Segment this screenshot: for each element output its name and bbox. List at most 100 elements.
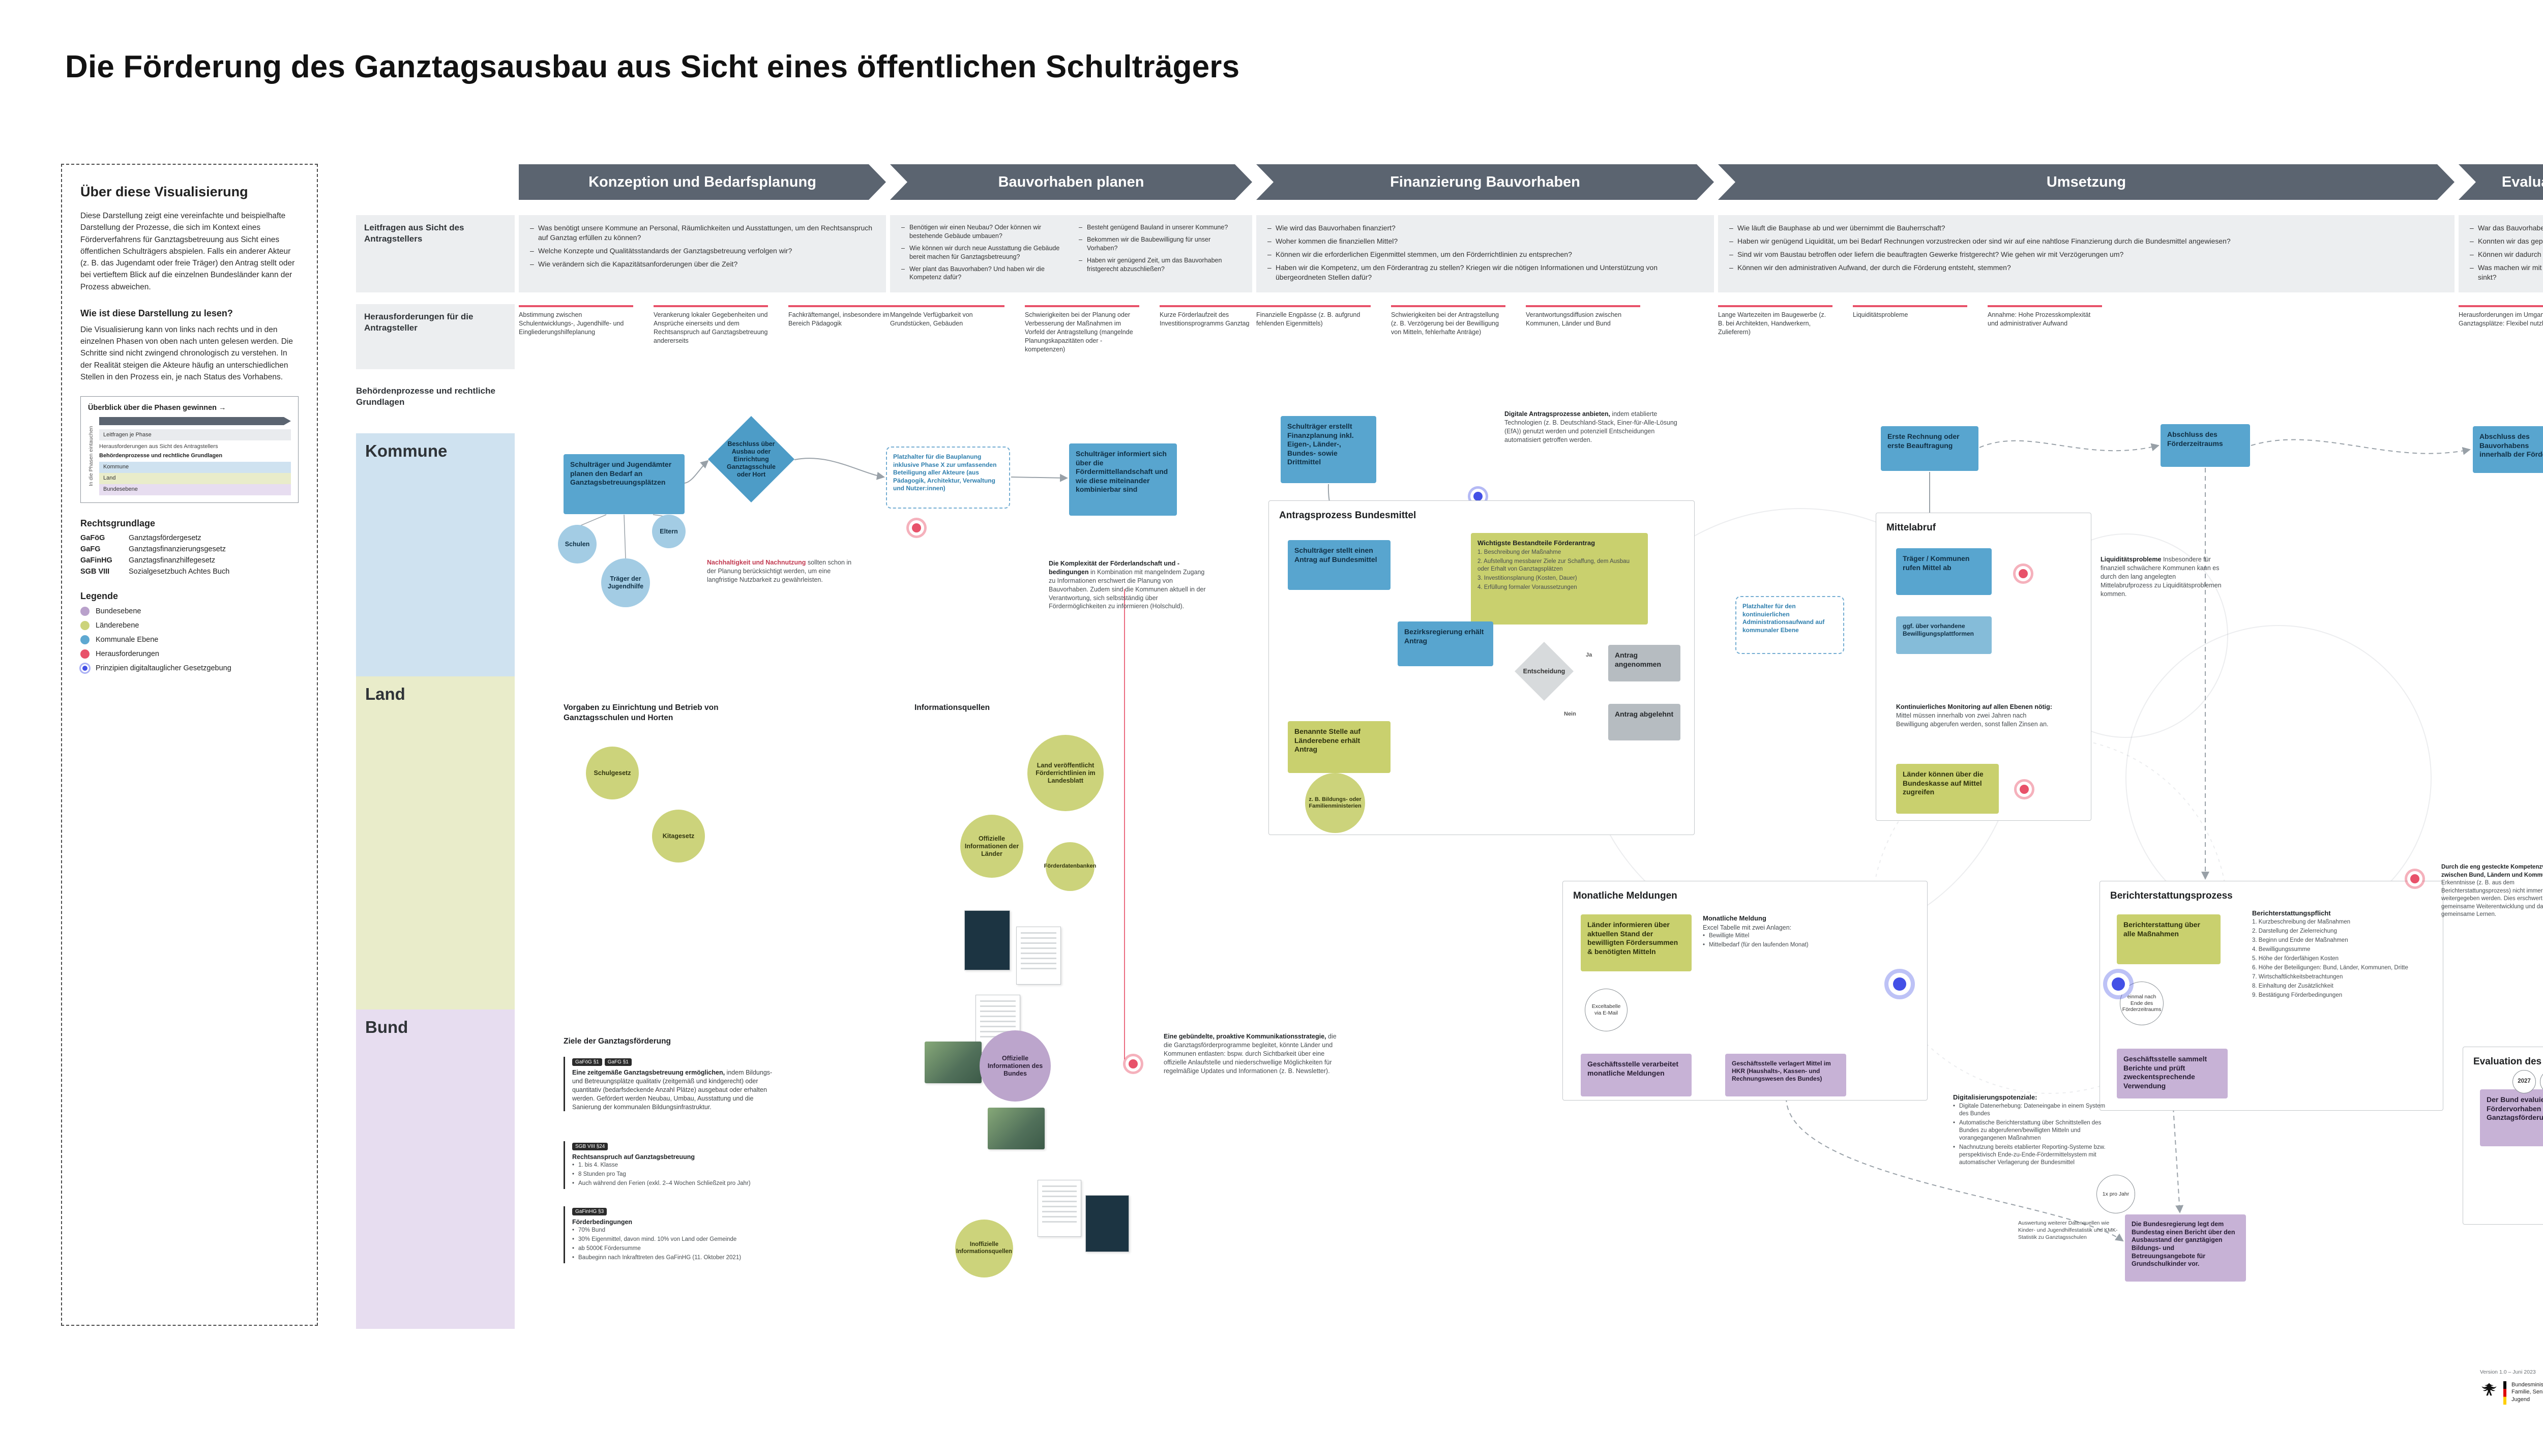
legend-row: Prinzipien digitaltauglicher Gesetzgebun… [80,664,299,673]
note-lead: Kontinuierliches Monitoring auf allen Eb… [1896,703,2052,710]
richtlinien-dokument [1016,927,1061,985]
version-label: Version 1.0 – Juni 2023 [2480,1369,2536,1375]
note-lead: Digitale Antragsprozesse anbieten, [1504,410,1610,418]
anspruch-item: Auch während den Ferien (exkl. 2–4 Woche… [572,1180,782,1187]
legend-row: Bundesebene [80,607,299,616]
phase-header-5: Evaluation & Anschlusslösungen [2459,164,2543,200]
bestandteil-item: 4. Erfüllung formaler Voraussetzungen [1477,584,1577,590]
monatliche-meldungen-title: Monatliche Meldungen [1573,890,1677,901]
mini-herausforderungen-label: Herausforderungen aus Sicht des Antragst… [99,443,218,450]
leitfrage-item: Besteht genügend Bauland in unserer Komm… [1079,223,1241,232]
ziele-title: Ziele der Ganztagsförderung [564,1037,671,1046]
law-name: Ganztagsfinanzhilfegesetz [129,556,216,564]
foerderrichtlinie-dokument [964,910,1010,970]
about-how-text: Die Visualisierung kann von links nach r… [80,325,293,381]
overview-side-label: In die Phasen eintauchen [88,426,94,487]
anspruch-item: 8 Stunden pro Tag [572,1171,782,1178]
ja-label: Ja [1586,652,1592,658]
challenge-marker-bundeskasse [2020,785,2029,794]
digital-principle-marker-antrag [1473,492,1483,501]
legend-label: Bundesebene [96,607,141,615]
pflicht-item: 3. Beginn und Ende der Maßnahmen [2252,937,2348,943]
challenge-item: Herausforderungen im Umgang mit der Fluk… [2459,305,2543,328]
foerderantrag-bestandteile-box: Wichtigste Bestandteile Förderantrag 1. … [1471,533,1648,625]
leitfrage-item: Können wir dadurch den Rechtsanspruch an… [2470,250,2543,259]
bund-lane-band: Bund [356,1009,515,1329]
anlage-item: Mittelbedarf (für den laufenden Monat) [1703,941,1835,949]
page-title: Die Förderung des Ganztagsausbau aus Sic… [65,49,1240,84]
pflicht-item: 9. Bestätigung Förderbedingungen [2252,992,2343,998]
jahr-2027-circle: 2027 [2512,1070,2536,1093]
schulen-circle: Schulen [558,525,597,563]
berichtspflicht-note: Berichterstattungspflicht 1. Kurzbeschre… [2252,909,2430,1000]
challenge-row-5: Herausforderungen im Umgang mit der Fluk… [2459,305,2543,328]
benannte-stelle-box: Benannte Stelle auf Länderebene erhält A… [1288,721,1391,773]
legend-row: Kommunale Ebene [80,635,299,644]
note-text: Excel Tabelle mit zwei Anlagen: [1703,924,1792,931]
challenge-marker-kommunikation [1129,1059,1138,1068]
adminaufwand-platzhalter: Platzhalter für den kontinuierlichen Adm… [1735,596,1844,654]
row-label-leitfragen: Leitfragen aus Sicht des Antragstellers [356,215,515,292]
eltern-circle: Eltern [652,515,686,548]
note-monitoring: Kontinuierliches Monitoring auf allen Eb… [1896,703,2054,729]
jugendhilfe-traeger-circle: Träger der Jugendhilfe [601,558,650,607]
law-abbr: GaFG [80,545,101,553]
note-lead: Die Komplexität der Förderlandschaft und… [1049,560,1179,576]
law-tags: GaFinHG §3 [572,1206,782,1215]
antrag-abgelehnt-box: Antrag abgelehnt [1608,704,1680,740]
berichterstattung-title: Berichterstattungsprozess [2110,890,2233,901]
leitfrage-item: Bekommen wir die Baubewilligung für unse… [1079,235,1241,253]
antrag-bundesmittel-box: Schulträger stellt einen Antrag auf Bund… [1288,540,1391,590]
challenge-row-2: Mangelnde Verfügbarkeit von Grundstücken… [890,305,1274,353]
leitfragen-list-1: Was benötigt unsere Kommune an Personal,… [530,223,875,273]
meldung-anlagen-list: Bewilligte MittelMittelbedarf (für den l… [1703,932,1835,949]
legend-section-title: Legende [80,591,119,601]
leitfrage-item: Wie wird das Bauvorhaben finanziert? [1267,223,1703,233]
leitfragen-box-2: Benötigen wir einen Neubau? Oder können … [890,215,1252,292]
laender-meldung-box: Länder informieren über aktuellen Stand … [1581,914,1692,971]
pflicht-item: 2. Darstellung der Zielerreichung [2252,928,2337,934]
note-lead: Nachhaltigkeit und Nachnutzung [707,559,806,566]
mittel-abrufen-box: Träger / Kommunen rufen Mittel ab [1896,548,1992,595]
leitfrage-item: Haben wir genügend Zeit, um das Bauvorha… [1079,256,1241,274]
pflicht-item: 6. Höhe der Beteiligungen: Bund, Länder,… [2252,964,2408,971]
legend-label: Kommunale Ebene [96,636,159,644]
digi-item: Digitale Datenerhebung: Dateneingabe in … [1953,1103,2116,1118]
law-section-title: Rechtsgrundlage [80,518,156,528]
info-dokument [1085,1195,1129,1252]
note-text: sollten schon in der Planung berücksicht… [707,559,852,583]
leitfrage-item: Wie läuft die Bauphase ab und wer überni… [1729,223,2443,233]
leitfrage-item: Was benötigt unsere Kommune an Personal,… [530,223,875,243]
note-auswertung: Auswertung weiterer Datenquellen wie Kin… [2018,1220,2118,1241]
note-lead: Eine gebündelte, proaktive Kommunikation… [1164,1033,1326,1040]
law-tag: GaFG §1 [604,1058,632,1066]
legend-row: Länderebene [80,621,299,630]
phase-header-1: Konzeption und Bedarfsplanung [519,164,886,200]
antrag-angenommen-box: Antrag angenommen [1608,645,1680,681]
note-text: Mittel müssen innerhalb von zwei Jahren … [1896,711,2049,728]
flag-stripe-icon [2503,1381,2506,1405]
challenge-row-4: Lange Wartezeiten im Baugewerbe (z. B. b… [1718,305,2455,337]
about-title: Über diese Visualisierung [80,184,248,199]
abschluss-foerderzeitraum-box: Abschluss des Förderzeitraums [2161,424,2250,467]
leitfrage-item: Wie können wir durch neue Ausstattung di… [901,244,1063,261]
law-abbr: SGB VIII [80,568,110,576]
bezirksregierung-box: Bezirksregierung erhält Antrag [1398,621,1493,666]
anlage-item: Bewilligte Mittel [1703,932,1835,940]
note-komplexitaet: Die Komplexität der Förderlandschaft und… [1049,559,1206,611]
leitfrage-item: Haben wir genügend Liquidität, um bei Be… [1729,236,2443,246]
bundestag-bericht-box: Die Bundesregierung legt dem Bundestag e… [2125,1214,2246,1282]
bedingung-item: ab 5000€ Fördersumme [572,1245,782,1253]
note-text: in Kombination mit mangelndem Zugang zu … [1049,568,1206,610]
bauplanung-platzhalter: Platzhalter für die Bauplanung inklusive… [886,447,1010,509]
leitfrage-item: Konnten wir das geplante Budget einhalte… [2470,236,2543,246]
challenge-item: Schwierigkeiten bei der Antragstellung (… [1391,305,1505,337]
challenge-connector-line [1124,589,1125,1059]
bewilligungsplattform-box: ggf. über vorhandene Bewilligungsplattfo… [1896,616,1992,654]
challenge-item: Abstimmung zwischen Schulentwicklungs-, … [519,305,633,337]
benannte-stelle-beispiel-circle: z. B. Bildungs- oder Familienministerien [1305,773,1365,833]
bund-info-circle: Offizielle Informationen des Bundes [980,1030,1051,1102]
